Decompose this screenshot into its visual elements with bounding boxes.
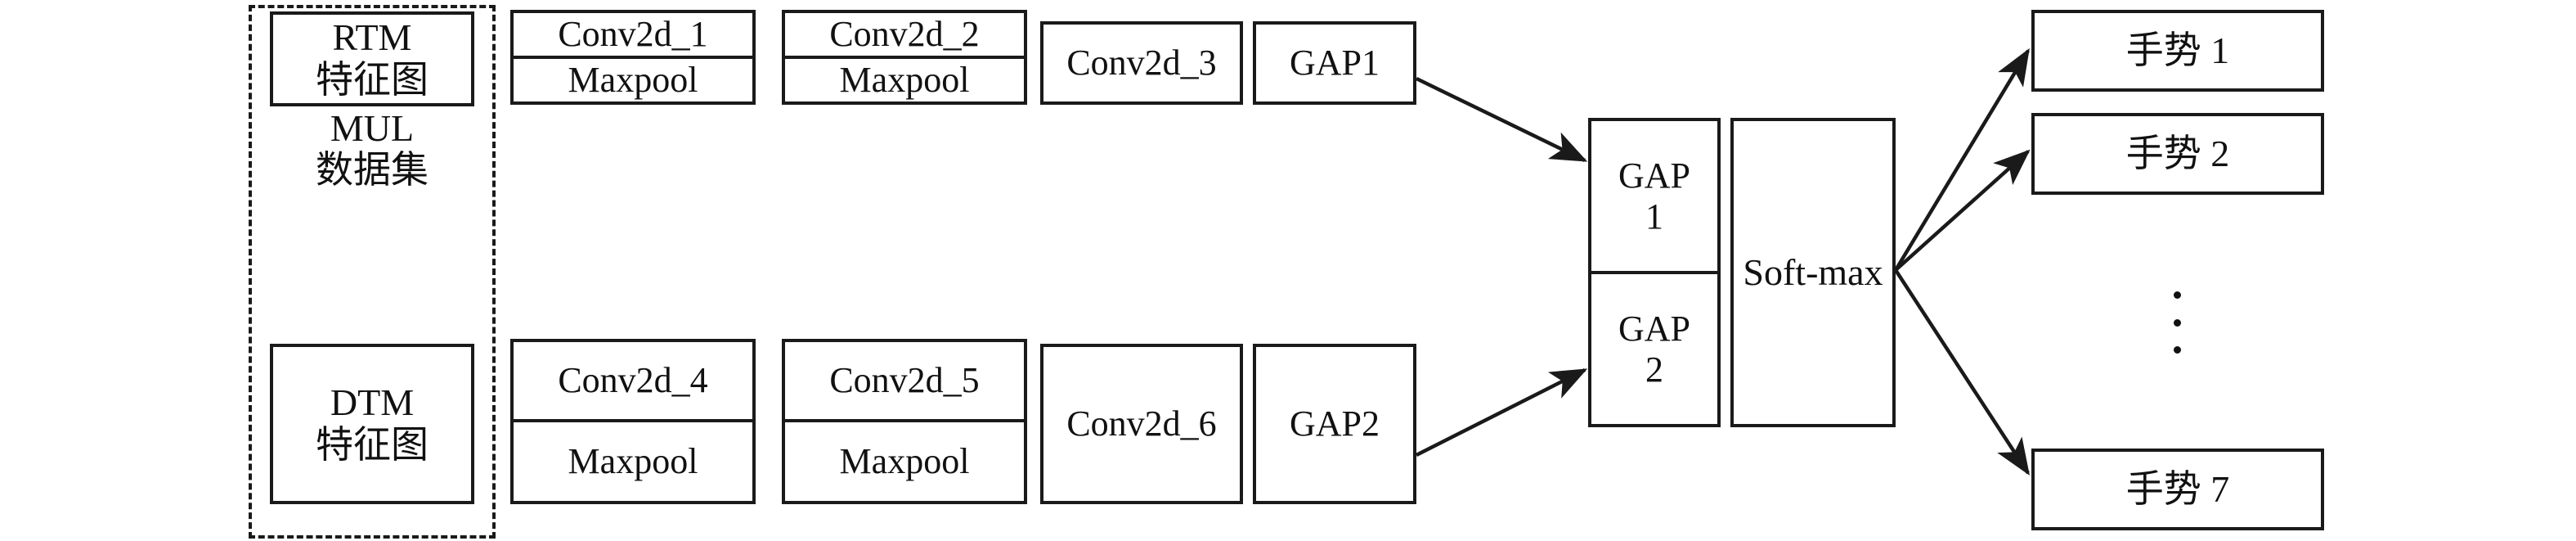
- top-stage-conv2d-2[interactable]: Conv2d_2 Maxpool: [782, 10, 1027, 105]
- input-rtm-label-line1: RTM: [332, 16, 412, 59]
- top-stage-conv2d-1[interactable]: Conv2d_1 Maxpool: [510, 10, 756, 105]
- mul-dataset-caption: MUL 数据集: [270, 107, 474, 191]
- top-stage-conv2d-3[interactable]: Conv2d_3: [1040, 21, 1243, 105]
- input-rtm-block[interactable]: RTM 特征图: [270, 11, 474, 106]
- output-gesture-7[interactable]: 手势 7: [2031, 449, 2324, 530]
- top-stage-conv2d-3-label: Conv2d_3: [1066, 43, 1217, 83]
- fusion-gap-1-cell: GAP 1: [1591, 121, 1717, 274]
- mul-dataset-group: [249, 5, 496, 539]
- ellipsis-dot-3: [2173, 346, 2181, 354]
- input-dtm-label-line1: DTM: [330, 381, 415, 424]
- top-stage-conv2d-2-conv: Conv2d_2: [785, 13, 1024, 59]
- fusion-gap-1-line2: 1: [1645, 196, 1663, 237]
- arrow-gap1-to-fusion: [1416, 76, 1588, 163]
- bottom-stage-conv2d-6[interactable]: Conv2d_6: [1040, 344, 1243, 504]
- arrow-softmax-to-output-2: [1894, 149, 2031, 272]
- input-dtm-block[interactable]: DTM 特征图: [270, 344, 474, 504]
- bottom-stage-conv2d-4-pool: Maxpool: [568, 441, 698, 482]
- fusion-gap-2-cell: GAP 2: [1591, 274, 1717, 424]
- fusion-gap-2-line2: 2: [1645, 349, 1663, 390]
- output-gesture-2[interactable]: 手势 2: [2031, 113, 2324, 195]
- mul-dataset-caption-line1: MUL: [330, 107, 415, 149]
- arrow-softmax-to-output-7: [1894, 268, 2030, 476]
- arrow-softmax-to-output-1: [1894, 47, 2030, 272]
- output-ellipsis: [2171, 291, 2183, 354]
- bottom-stage-conv2d-4[interactable]: Conv2d_4 Maxpool: [510, 339, 756, 504]
- fusion-gap-2-line1: GAP: [1618, 309, 1691, 349]
- bottom-stage-conv2d-5-conv: Conv2d_5: [785, 342, 1024, 423]
- input-dtm-label-line2: 特征图: [316, 424, 429, 466]
- ellipsis-dot-1: [2173, 291, 2181, 299]
- bottom-stage-gap2[interactable]: GAP2: [1253, 344, 1416, 504]
- bottom-stage-conv2d-6-label: Conv2d_6: [1066, 403, 1217, 444]
- output-gesture-7-label: 手势 7: [2125, 468, 2230, 511]
- top-stage-conv2d-2-pool: Maxpool: [839, 60, 970, 101]
- input-rtm-label-line2: 特征图: [316, 59, 429, 101]
- mul-dataset-caption-line2: 数据集: [316, 148, 429, 191]
- fusion-gap-1-line1: GAP: [1618, 156, 1691, 196]
- softmax-label: Soft-max: [1743, 251, 1883, 294]
- top-stage-conv2d-1-pool: Maxpool: [568, 60, 698, 101]
- output-gesture-1[interactable]: 手势 1: [2031, 10, 2324, 92]
- bottom-stage-conv2d-5-pool: Maxpool: [839, 441, 970, 482]
- arrow-gap2-to-fusion: [1415, 367, 1588, 458]
- bottom-stage-gap2-label: GAP2: [1289, 403, 1380, 444]
- bottom-stage-conv2d-4-conv: Conv2d_4: [514, 342, 752, 423]
- output-gesture-2-label: 手势 2: [2125, 133, 2230, 175]
- bottom-stage-conv2d-5[interactable]: Conv2d_5 Maxpool: [782, 339, 1027, 504]
- top-stage-gap1[interactable]: GAP1: [1253, 21, 1416, 105]
- fusion-gap-stack[interactable]: GAP 1 GAP 2: [1588, 118, 1721, 427]
- softmax-block[interactable]: Soft-max: [1730, 118, 1896, 427]
- ellipsis-dot-2: [2173, 318, 2181, 327]
- output-gesture-1-label: 手势 1: [2125, 29, 2230, 72]
- top-stage-gap1-label: GAP1: [1289, 43, 1380, 83]
- top-stage-conv2d-1-conv: Conv2d_1: [514, 13, 752, 59]
